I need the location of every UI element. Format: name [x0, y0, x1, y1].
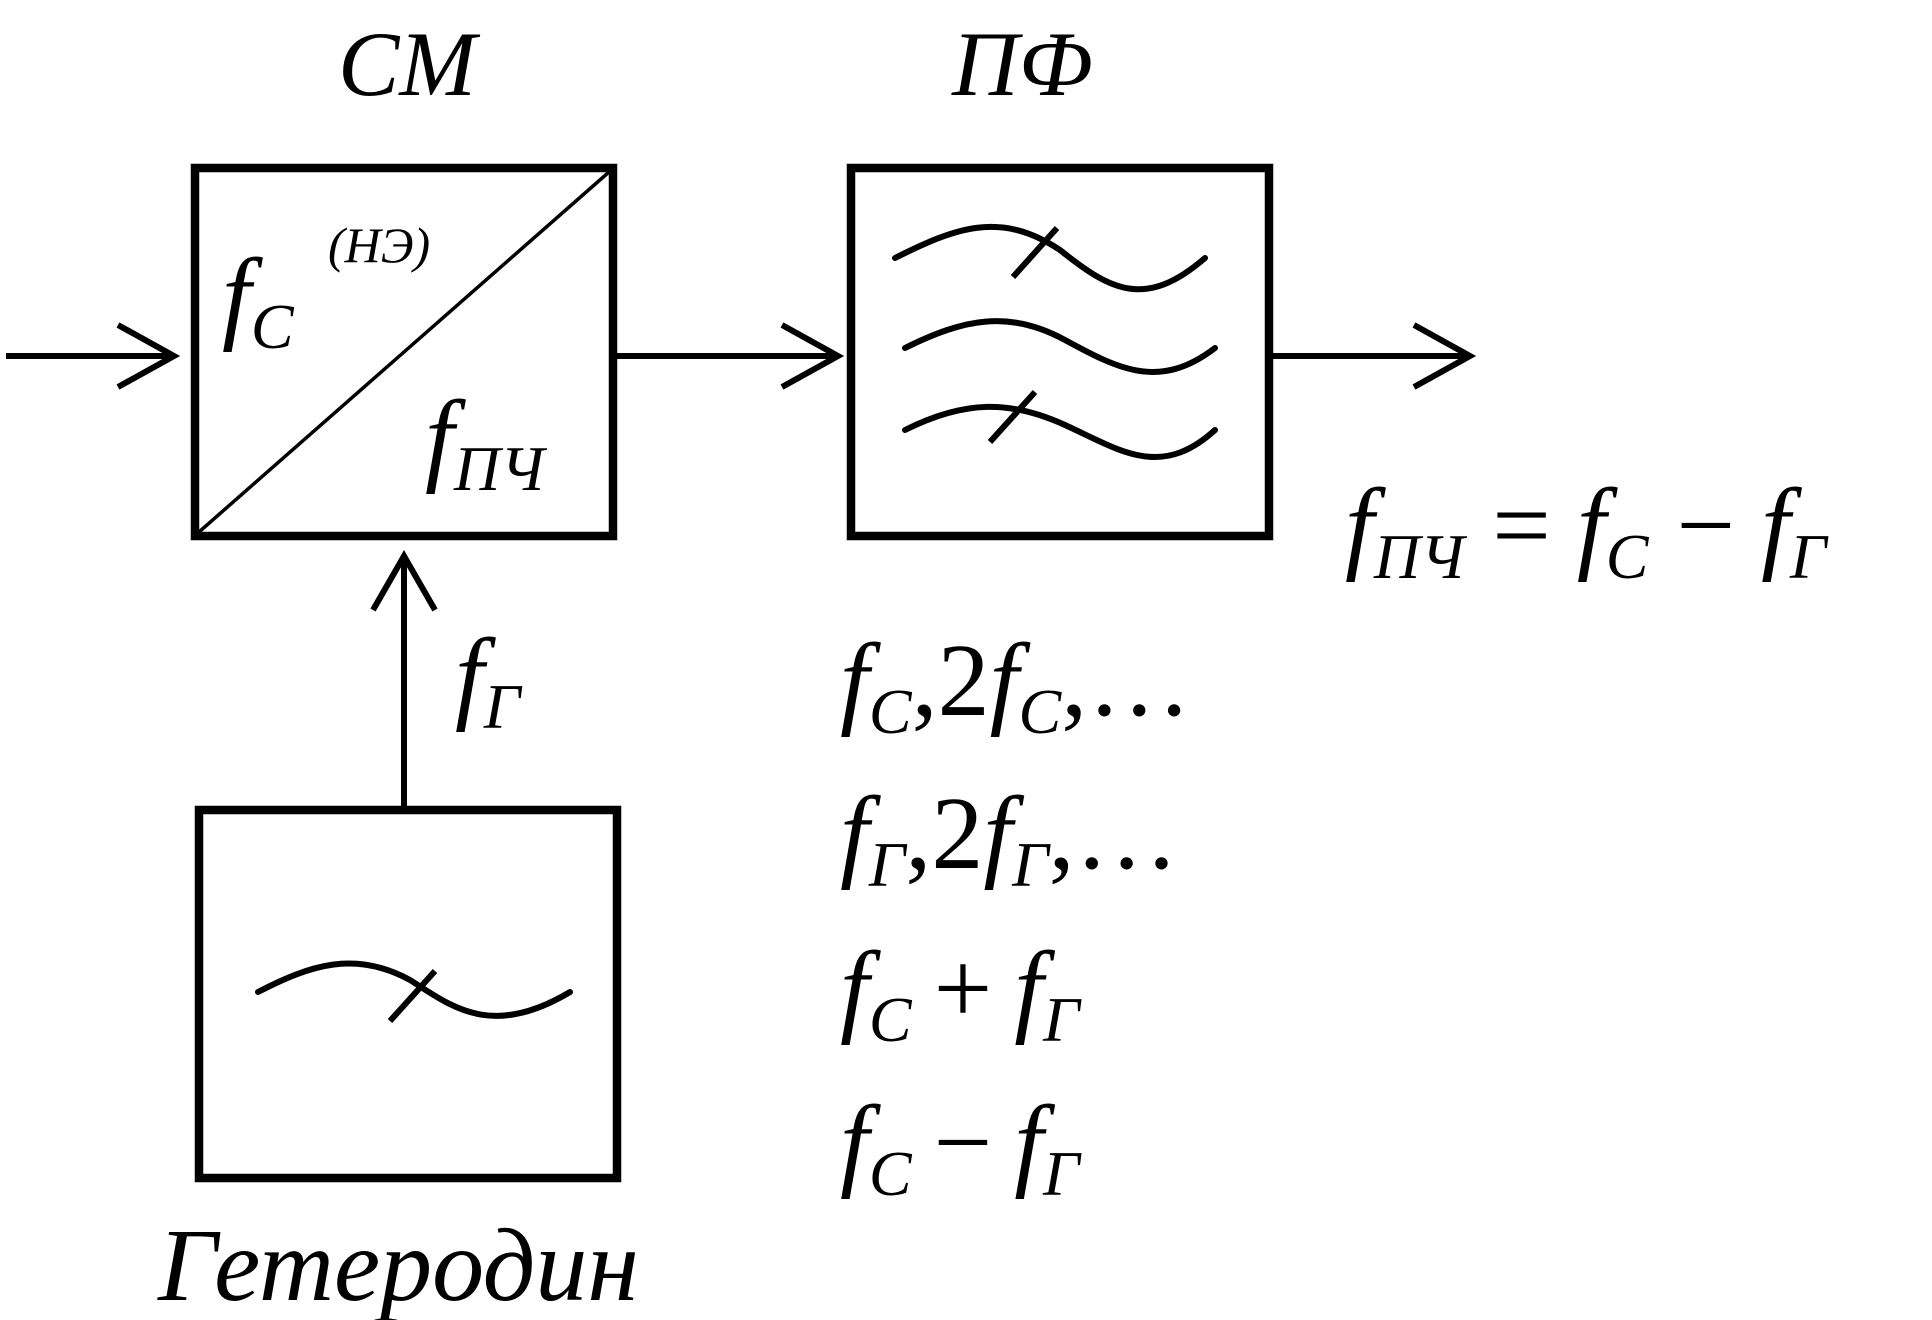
filter-title: ПФ: [951, 13, 1092, 115]
oscillator-caption: Гетеродин: [157, 1208, 639, 1320]
output-arrow: [1273, 322, 1477, 390]
bandpass-filter-block: [846, 163, 1274, 541]
output-frequency-formula: fПЧ=fC−fГ: [1345, 468, 1829, 592]
spectrum-components: fC,2fC,… fГ,2fГ,… fC+fГ fC−fГ: [840, 623, 1191, 1209]
spectrum-line-difference: fC−fГ: [840, 1085, 1082, 1209]
nonlinear-element-label: (НЭ): [328, 217, 430, 273]
mixer-title: СМ: [338, 13, 480, 115]
input-arrow: [6, 322, 181, 390]
local-oscillator-block: [194, 805, 622, 1183]
mixer-input-frequency: fC: [222, 238, 295, 362]
oscillator-to-mixer-arrow: [370, 549, 438, 808]
filter-symbol-icon: [892, 223, 1218, 460]
mixer-block: fC (НЭ) fПЧ: [190, 163, 618, 541]
spectrum-line-sum: fC+fГ: [840, 931, 1082, 1055]
oscillator-frequency-label: fГ: [455, 618, 523, 742]
spectrum-line-signal-harmonics: fC,2fC,…: [840, 623, 1191, 747]
spectrum-line-oscillator-harmonics: fГ,2fГ,…: [840, 776, 1179, 900]
mixer-output-frequency: fПЧ: [425, 380, 548, 504]
oscillator-symbol-icon: [255, 960, 573, 1024]
mixer-to-filter-arrow: [617, 322, 845, 390]
mixer-diagonal: [197, 170, 611, 534]
